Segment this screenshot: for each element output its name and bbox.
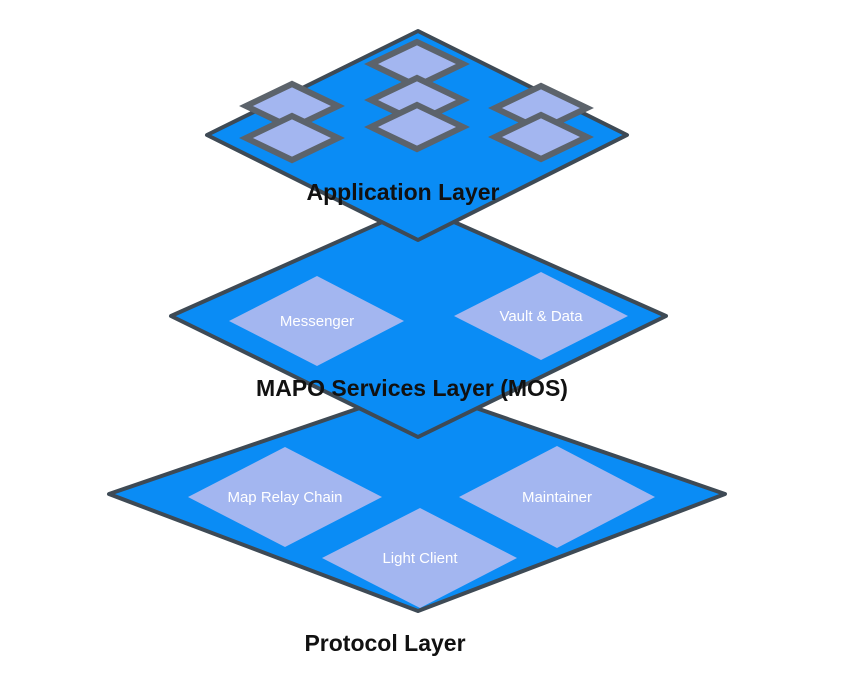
application-layer: Application Layer (205, 29, 629, 242)
vault-data-label: Vault & Data (499, 308, 583, 325)
light-client-label: Light Client (382, 550, 458, 567)
mos-layer-plate (169, 204, 668, 439)
protocol-layer-plate (107, 386, 727, 613)
light-client-box (322, 508, 517, 608)
map-relay-chain-box (188, 447, 382, 547)
application-layer-title: Application Layer (307, 179, 500, 205)
app-tile (364, 101, 470, 153)
mos-layer-title: MAPO Services Layer (MOS) (256, 375, 568, 401)
messenger-box (229, 276, 404, 366)
protocol-layer: Map Relay Chain Maintainer Light Client … (107, 386, 727, 656)
app-tile (239, 112, 345, 164)
messenger-label: Messenger (280, 313, 354, 330)
app-tile (488, 111, 594, 163)
maintainer-box (459, 446, 655, 548)
maintainer-label: Maintainer (522, 489, 592, 506)
mapo-services-layer: Messenger Vault & Data MAPO Services Lay… (169, 204, 668, 439)
map-relay-chain-label: Map Relay Chain (227, 489, 342, 506)
application-tiles (239, 38, 594, 164)
vault-data-box (454, 272, 628, 360)
protocol-layer-title: Protocol Layer (304, 630, 465, 656)
